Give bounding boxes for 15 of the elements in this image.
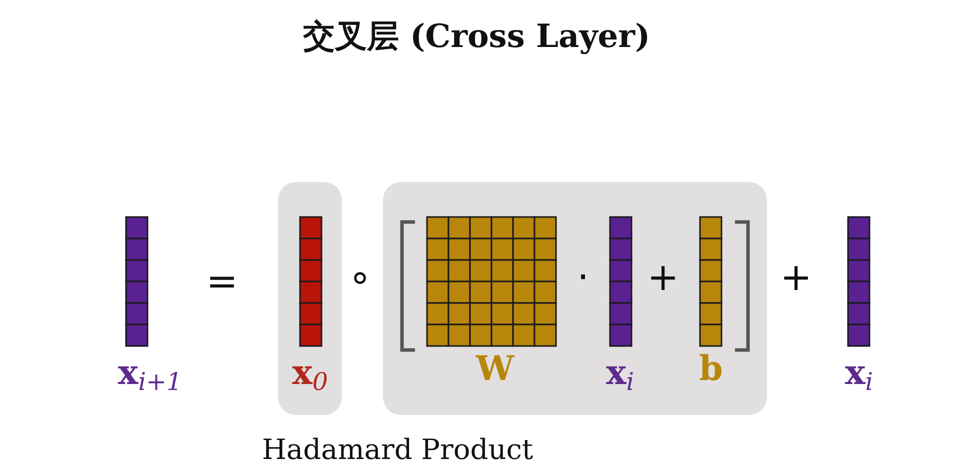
title: 交叉层 (Cross Layer) bbox=[302, 16, 652, 57]
operator-symbol: + bbox=[779, 258, 813, 296]
variable-label: b bbox=[698, 352, 724, 386]
variable-label: x$_{i+1}$ bbox=[116, 356, 184, 390]
operator-symbol: · bbox=[576, 258, 590, 296]
operator-symbol: ∘ bbox=[347, 258, 373, 296]
variable-label: x$_{i}$ bbox=[844, 356, 874, 390]
highlight-panel bbox=[383, 182, 767, 415]
variable-label: W bbox=[474, 352, 516, 386]
highlight-panel bbox=[278, 182, 342, 415]
variable-label: x$_{0}$ bbox=[291, 356, 329, 390]
variable-label: x$_{i}$ bbox=[604, 356, 636, 390]
operator-symbol: + bbox=[646, 258, 680, 296]
operator-symbol: = bbox=[205, 262, 239, 300]
caption-text: Hadamard Product bbox=[262, 432, 534, 467]
